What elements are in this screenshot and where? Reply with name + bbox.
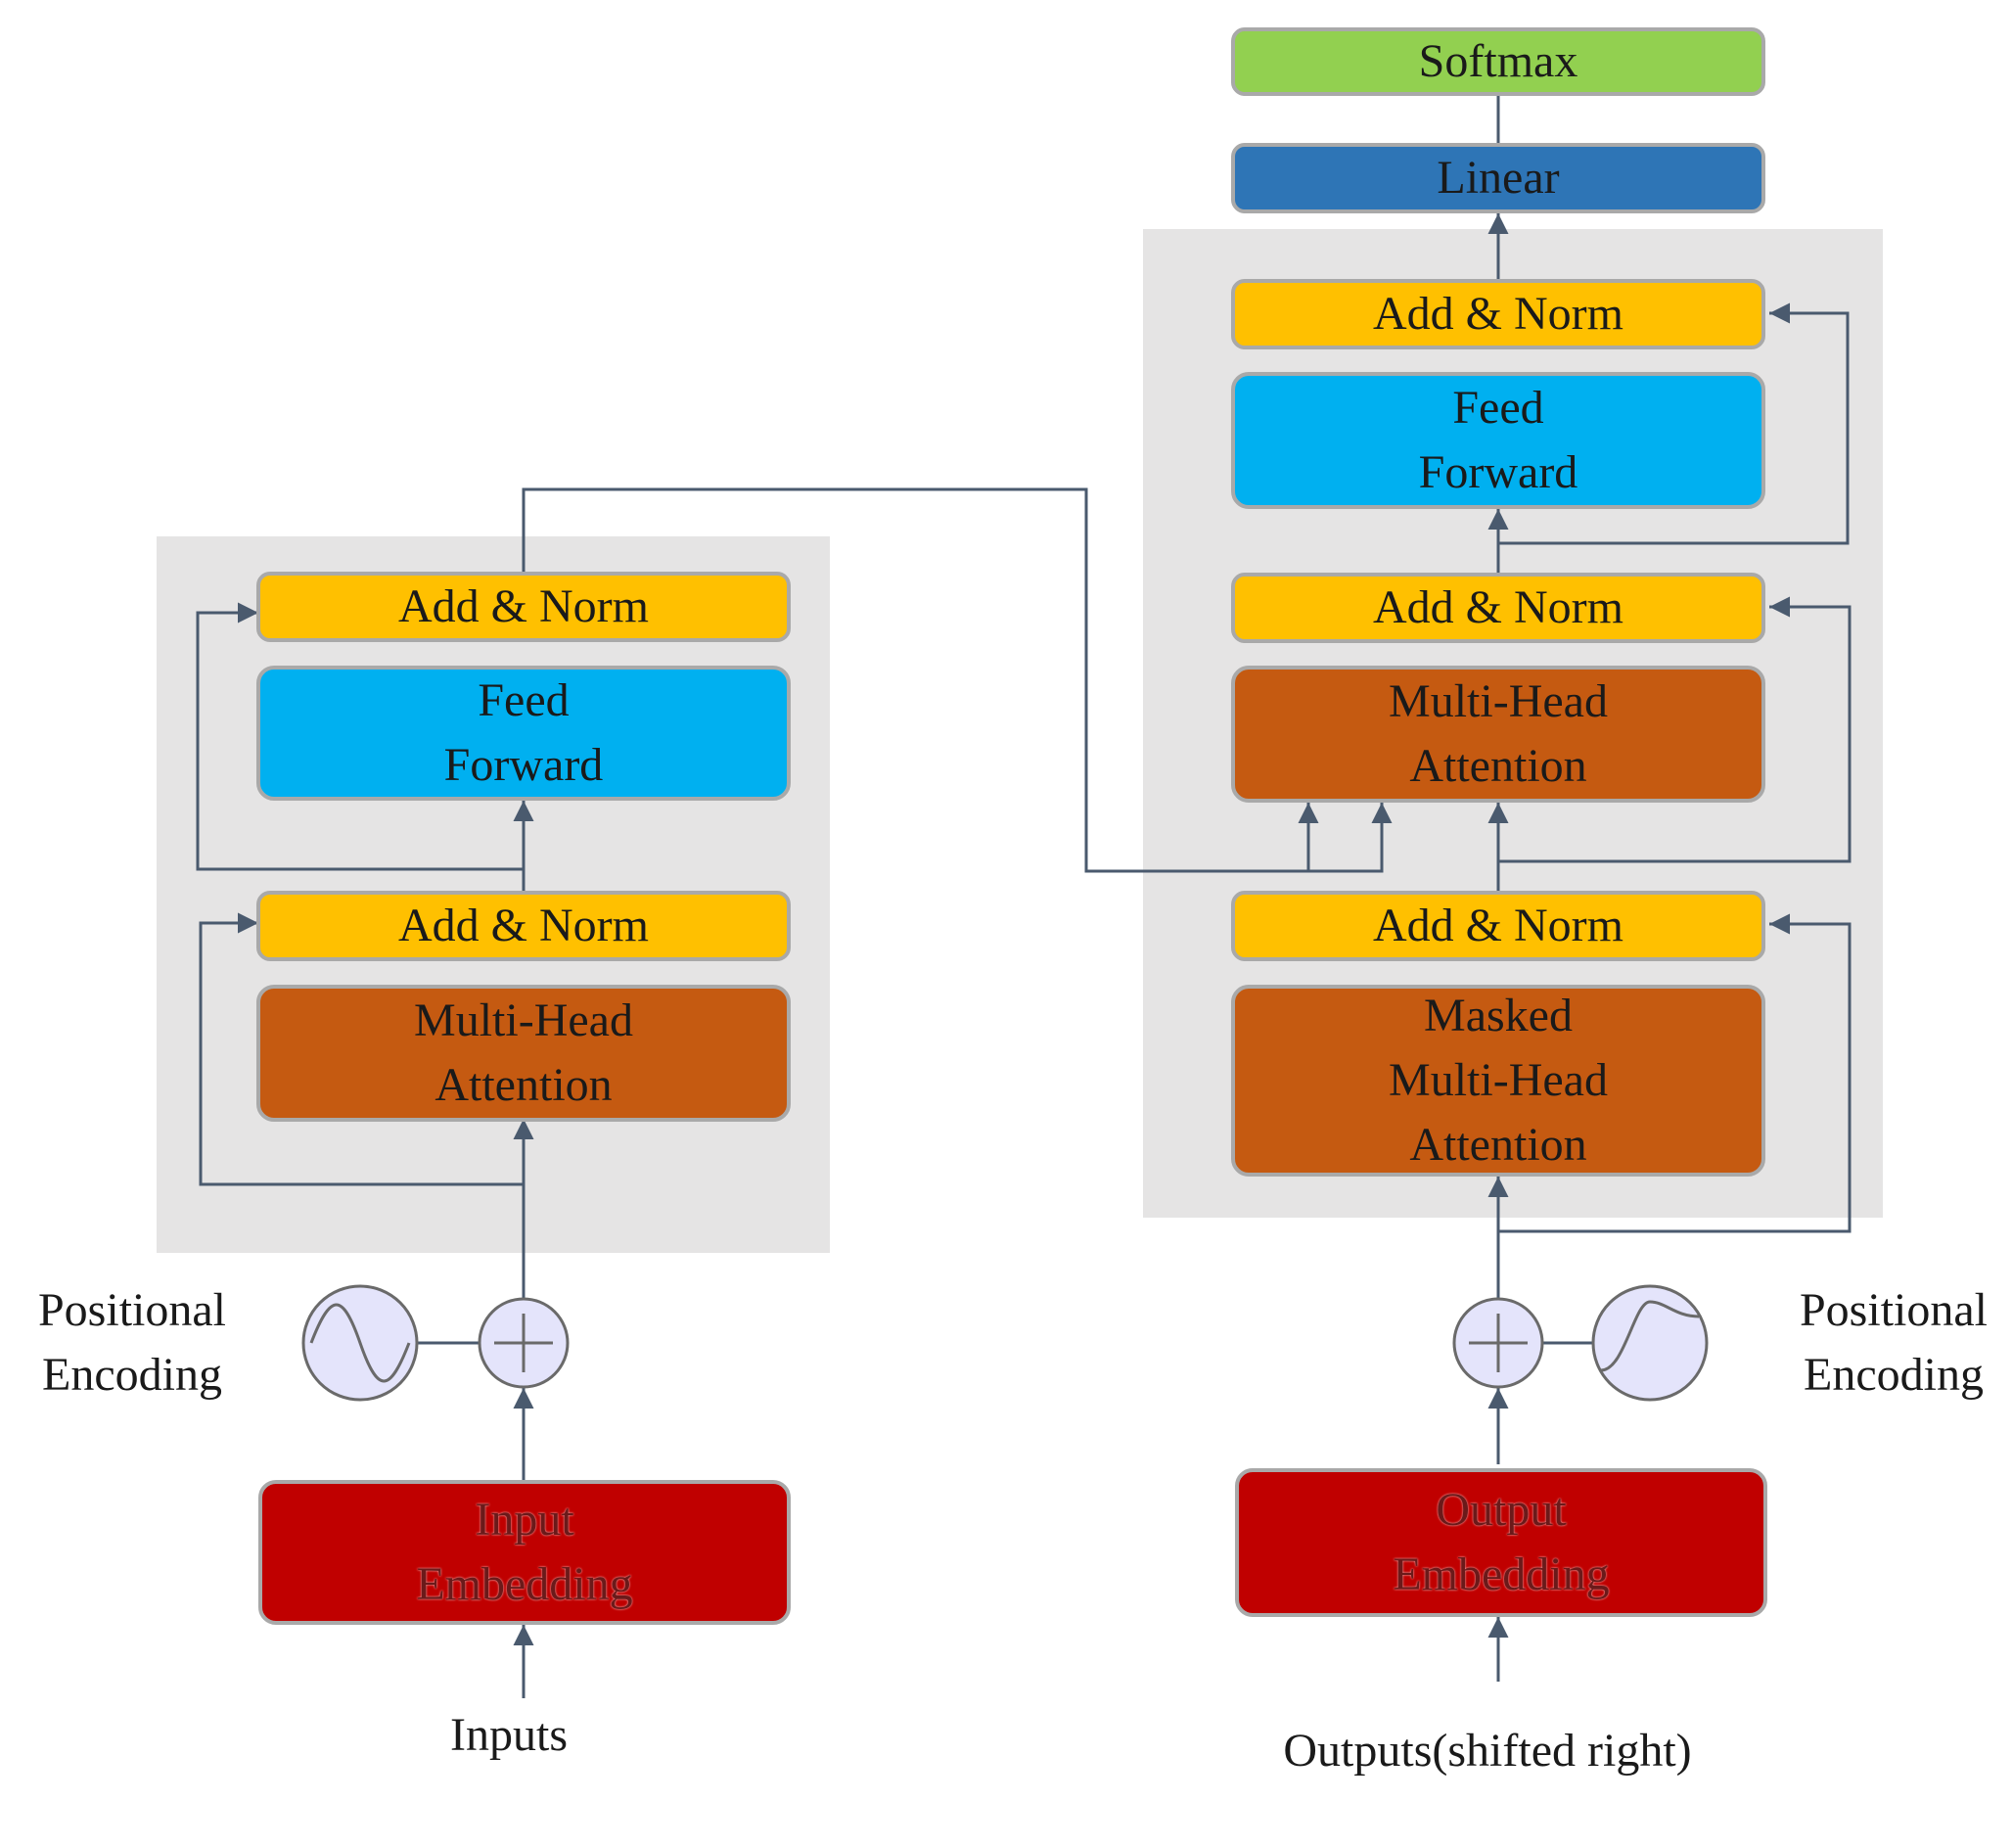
decoder-masked-line2: Multi-Head <box>1389 1054 1608 1106</box>
encoder-add-norm-top: Add & Norm <box>256 572 791 642</box>
decoder-positional-encoding-label: Positional Encoding <box>1779 1278 2008 1408</box>
decoder-attention-line2: Attention <box>1409 740 1587 792</box>
decoder-softmax: Softmax <box>1231 27 1765 96</box>
decoder-feed-forward-line1: Feed <box>1452 382 1544 434</box>
encoder-add-norm-bottom-label: Add & Norm <box>398 900 649 951</box>
encoder-posenc-line1: Positional <box>37 1284 227 1336</box>
encoder-add-norm-top-label: Add & Norm <box>398 580 649 632</box>
encoder-attention-line1: Multi-Head <box>414 994 633 1046</box>
decoder-output-embedding: Output Embedding <box>1235 1468 1767 1617</box>
encoder-inputs-label: Inputs <box>450 1709 568 1761</box>
decoder-feed-forward: Feed Forward <box>1231 372 1765 509</box>
decoder-add-norm-mid-label: Add & Norm <box>1373 581 1623 633</box>
decoder-residual-2 <box>1498 596 1852 863</box>
encoder-residual-1 <box>199 912 524 1186</box>
decoder-masked-line1: Masked <box>1424 990 1573 1041</box>
encoder-feed-forward-line1: Feed <box>478 674 570 726</box>
decoder-residual-1 <box>1498 913 1852 1233</box>
decoder-add-norm-mid: Add & Norm <box>1231 573 1765 643</box>
encoder-posenc-line2: Encoding <box>42 1349 222 1401</box>
decoder-embedding-line1: Output <box>1436 1484 1567 1536</box>
decoder-add-norm-bottom-label: Add & Norm <box>1373 900 1623 951</box>
decoder-outputs-label: Outputs(shifted right) <box>1283 1725 1692 1777</box>
decoder-masked-multi-head-attention: Masked Multi-Head Attention <box>1231 985 1765 1177</box>
decoder-add-norm-top: Add & Norm <box>1231 279 1765 349</box>
encoder-attention-line2: Attention <box>434 1059 613 1111</box>
decoder-feed-forward-line2: Forward <box>1418 446 1578 498</box>
encoder-feed-forward-line2: Forward <box>443 739 604 791</box>
decoder-residual-3 <box>1498 302 1850 545</box>
decoder-embedding-line2: Embedding <box>1393 1548 1610 1600</box>
encoder-positional-encoding-label: Positional Encoding <box>18 1278 247 1408</box>
decoder-add-icon <box>1452 1297 1544 1389</box>
encoder-input-embedding: Input Embedding <box>258 1480 791 1625</box>
encoder-residual-2 <box>196 602 524 871</box>
encoder-add-norm-bottom: Add & Norm <box>256 891 791 961</box>
encoder-embedding-line1: Input <box>475 1494 574 1546</box>
encoder-sine-icon <box>301 1284 419 1402</box>
decoder-sine-icon <box>1591 1284 1709 1402</box>
decoder-linear-label: Linear <box>1437 152 1560 204</box>
decoder-posenc-line2: Encoding <box>1804 1349 1984 1401</box>
decoder-add-norm-bottom: Add & Norm <box>1231 891 1765 961</box>
decoder-posenc-line1: Positional <box>1799 1284 1989 1336</box>
decoder-attention-line1: Multi-Head <box>1389 675 1608 727</box>
decoder-softmax-label: Softmax <box>1418 35 1578 87</box>
encoder-embedding-line2: Embedding <box>416 1558 633 1610</box>
decoder-multi-head-attention: Multi-Head Attention <box>1231 666 1765 803</box>
encoder-multi-head-attention: Multi-Head Attention <box>256 985 791 1122</box>
decoder-add-norm-top-label: Add & Norm <box>1373 288 1623 340</box>
encoder-feed-forward: Feed Forward <box>256 666 791 801</box>
encoder-to-decoder-connector <box>522 487 1393 873</box>
encoder-add-icon <box>478 1297 570 1389</box>
decoder-linear: Linear <box>1231 143 1765 213</box>
decoder-masked-line3: Attention <box>1409 1119 1587 1171</box>
